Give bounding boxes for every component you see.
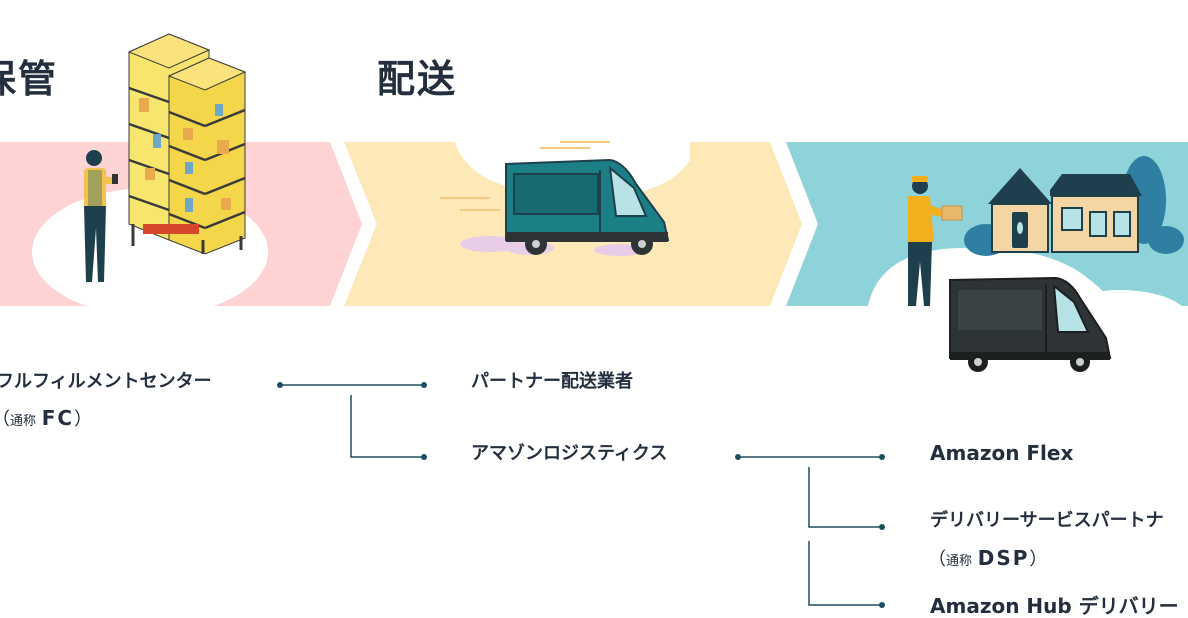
dark-van-icon xyxy=(949,276,1112,372)
fulfillment-center-abbr: （通称 FC） xyxy=(0,406,93,430)
warehouse-worker-icon xyxy=(84,150,118,282)
dsp-abbr: （通称 DSP） xyxy=(928,546,1048,570)
house-icon xyxy=(964,156,1184,256)
amazon-flex-label: Amazon Flex xyxy=(930,441,1074,465)
connector-node xyxy=(735,454,741,460)
courier-icon xyxy=(908,176,963,306)
partner-carriers-label: パートナー配送業者 xyxy=(471,371,633,392)
teal-van-icon xyxy=(440,141,670,256)
warehouse-shelving-icon xyxy=(127,33,247,255)
dsp-label: デリバリーサービスパートナ xyxy=(930,510,1164,531)
connector-node xyxy=(879,454,885,460)
amazon-logistics-label: アマゾンロジスティクス xyxy=(471,443,668,464)
connector-node xyxy=(879,524,885,530)
amazon-hub-label: Amazon Hub デリバリー xyxy=(930,594,1179,618)
connector-node xyxy=(421,382,427,388)
fulfillment-center-label: フルフィルメントセンター xyxy=(0,371,212,392)
connector-node xyxy=(277,382,283,388)
connector-node xyxy=(421,454,427,460)
delivery-title: 配送 xyxy=(377,57,458,101)
storage-title: 保管 xyxy=(0,57,59,101)
connector-node xyxy=(879,602,885,608)
